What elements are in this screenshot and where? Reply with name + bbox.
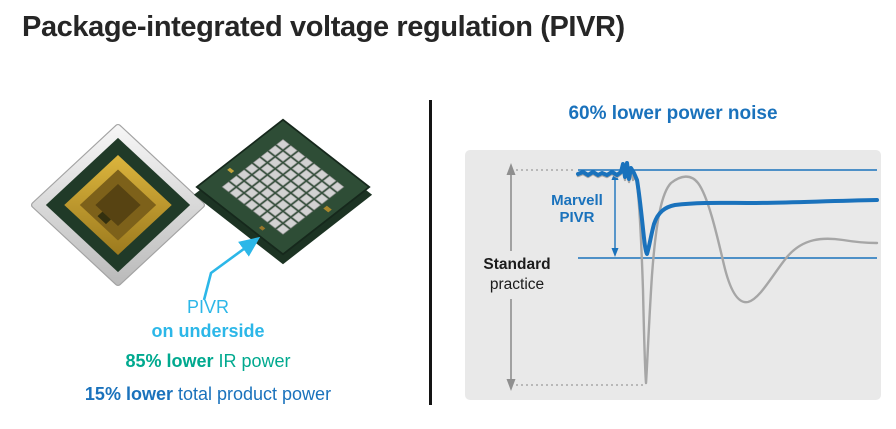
pivr-callout-arrow [202,236,261,301]
chip-package-underside [193,118,373,265]
standard-label-backing [475,251,559,299]
standard-label-line1: Standard [483,256,550,273]
slide-title: Package-integrated voltage regulation (P… [22,11,625,43]
pivr-callout: PIVR on underside 85% lower IR power 15%… [30,297,386,405]
total-power-stat-highlight: 15% lower [84,383,173,404]
marvell-range-lines [578,169,877,259]
arrow-head-up-icon [506,163,516,175]
smd-component [323,205,332,213]
noise-chart-panel: Marvell PIVR Standard practice [465,150,881,400]
chip-package-top [30,124,206,286]
arrow-head-down-icon [506,379,516,391]
marvell-label-line2: PIVR [559,209,594,226]
total-power-stat-rest: total product power [172,383,332,404]
noise-heading: 60% lower power noise [568,103,778,124]
ir-power-stat: 85% lower IR power [30,351,386,373]
smd-component [227,167,235,174]
tile-grid [220,138,346,236]
standard-label-line2: practice [490,276,544,293]
package-die-slot [97,211,111,225]
arrow-head-down-icon [611,248,619,257]
section-divider [429,100,432,405]
package-illustration [30,118,373,301]
pivr-callout-sublabel: on underside [151,320,265,341]
ir-power-stat-highlight: 85% lower [125,351,214,372]
total-power-stat: 15% lower total product power [30,384,386,406]
noise-chart: Marvell PIVR Standard practice [475,161,879,391]
package-die-center [95,183,141,227]
marvell-label-line1: Marvell [551,192,603,209]
standard-noise-curve [576,162,879,385]
pivr-callout-label: PIVR [186,297,229,317]
pivr-noise-curve [576,161,879,256]
ir-power-stat-rest: IR power [213,351,291,372]
marvell-range-arrow [611,171,619,257]
smd-component [258,225,266,231]
